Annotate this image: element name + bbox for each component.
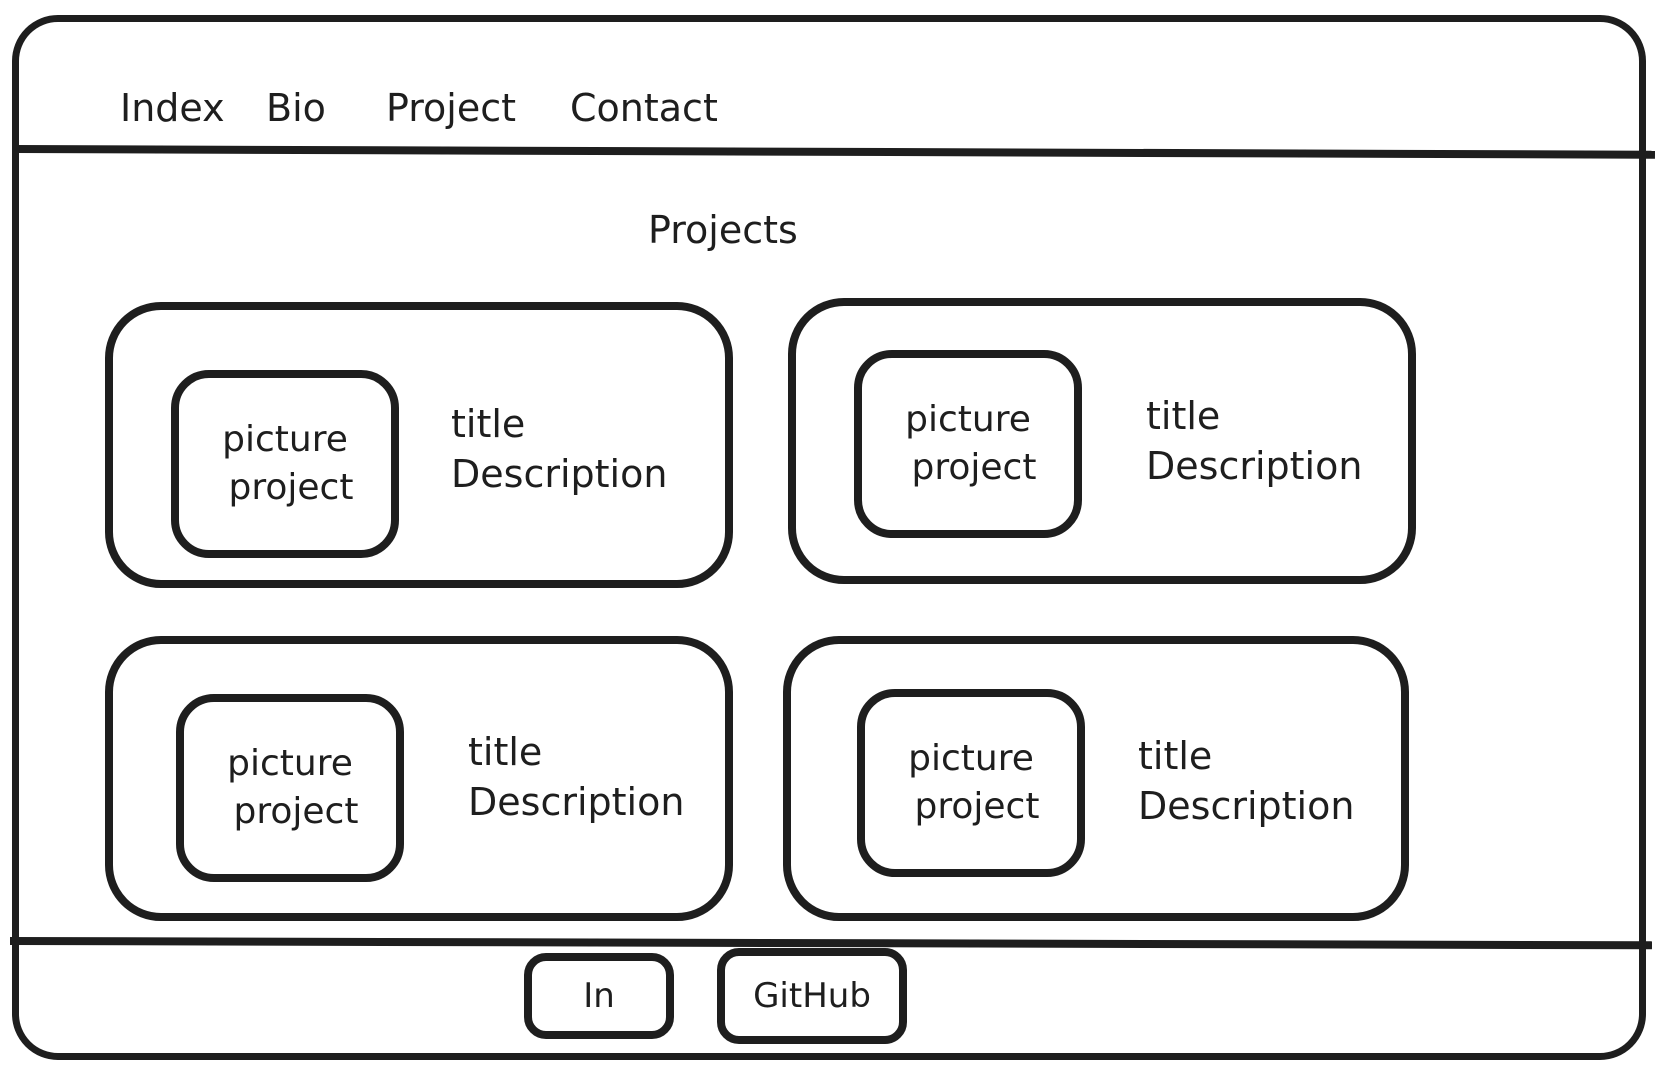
project-description: Description — [451, 452, 668, 496]
project-description: Description — [468, 780, 685, 824]
linkedin-button[interactable]: In — [524, 953, 674, 1039]
project-picture: picture project — [171, 370, 399, 558]
picture-label: project — [914, 786, 1040, 827]
nav-project[interactable]: Project — [386, 86, 517, 130]
project-text: title Description — [468, 728, 684, 828]
project-description: Description — [1146, 444, 1363, 488]
project-text: title Description — [1138, 732, 1354, 832]
picture-label: picture — [222, 419, 348, 460]
picture-label: picture — [908, 738, 1034, 779]
project-text: title Description — [1146, 392, 1362, 492]
picture-label: project — [911, 447, 1037, 488]
picture-label: project — [228, 467, 354, 508]
project-title: title — [451, 402, 526, 446]
nav-index[interactable]: Index — [120, 86, 225, 130]
project-card[interactable]: picture project title Description — [105, 302, 733, 588]
project-card[interactable]: picture project title Description — [105, 636, 733, 921]
project-card[interactable]: picture project title Description — [783, 636, 1409, 921]
project-card[interactable]: picture project title Description — [788, 298, 1416, 584]
page-frame — [12, 15, 1646, 1060]
picture-label: project — [233, 791, 359, 832]
picture-label: picture — [227, 743, 353, 784]
project-picture: picture project — [857, 689, 1085, 877]
project-title: title — [1138, 734, 1213, 778]
picture-label: picture — [905, 399, 1031, 440]
page-title: Projects — [648, 208, 798, 252]
nav-contact[interactable]: Contact — [570, 86, 718, 130]
project-picture: picture project — [176, 694, 404, 882]
project-picture: picture project — [854, 350, 1082, 538]
project-description: Description — [1138, 784, 1355, 828]
project-title: title — [1146, 394, 1221, 438]
github-button[interactable]: GitHub — [717, 948, 907, 1044]
project-title: title — [468, 730, 543, 774]
project-text: title Description — [451, 400, 667, 500]
nav-bio[interactable]: Bio — [266, 86, 326, 130]
